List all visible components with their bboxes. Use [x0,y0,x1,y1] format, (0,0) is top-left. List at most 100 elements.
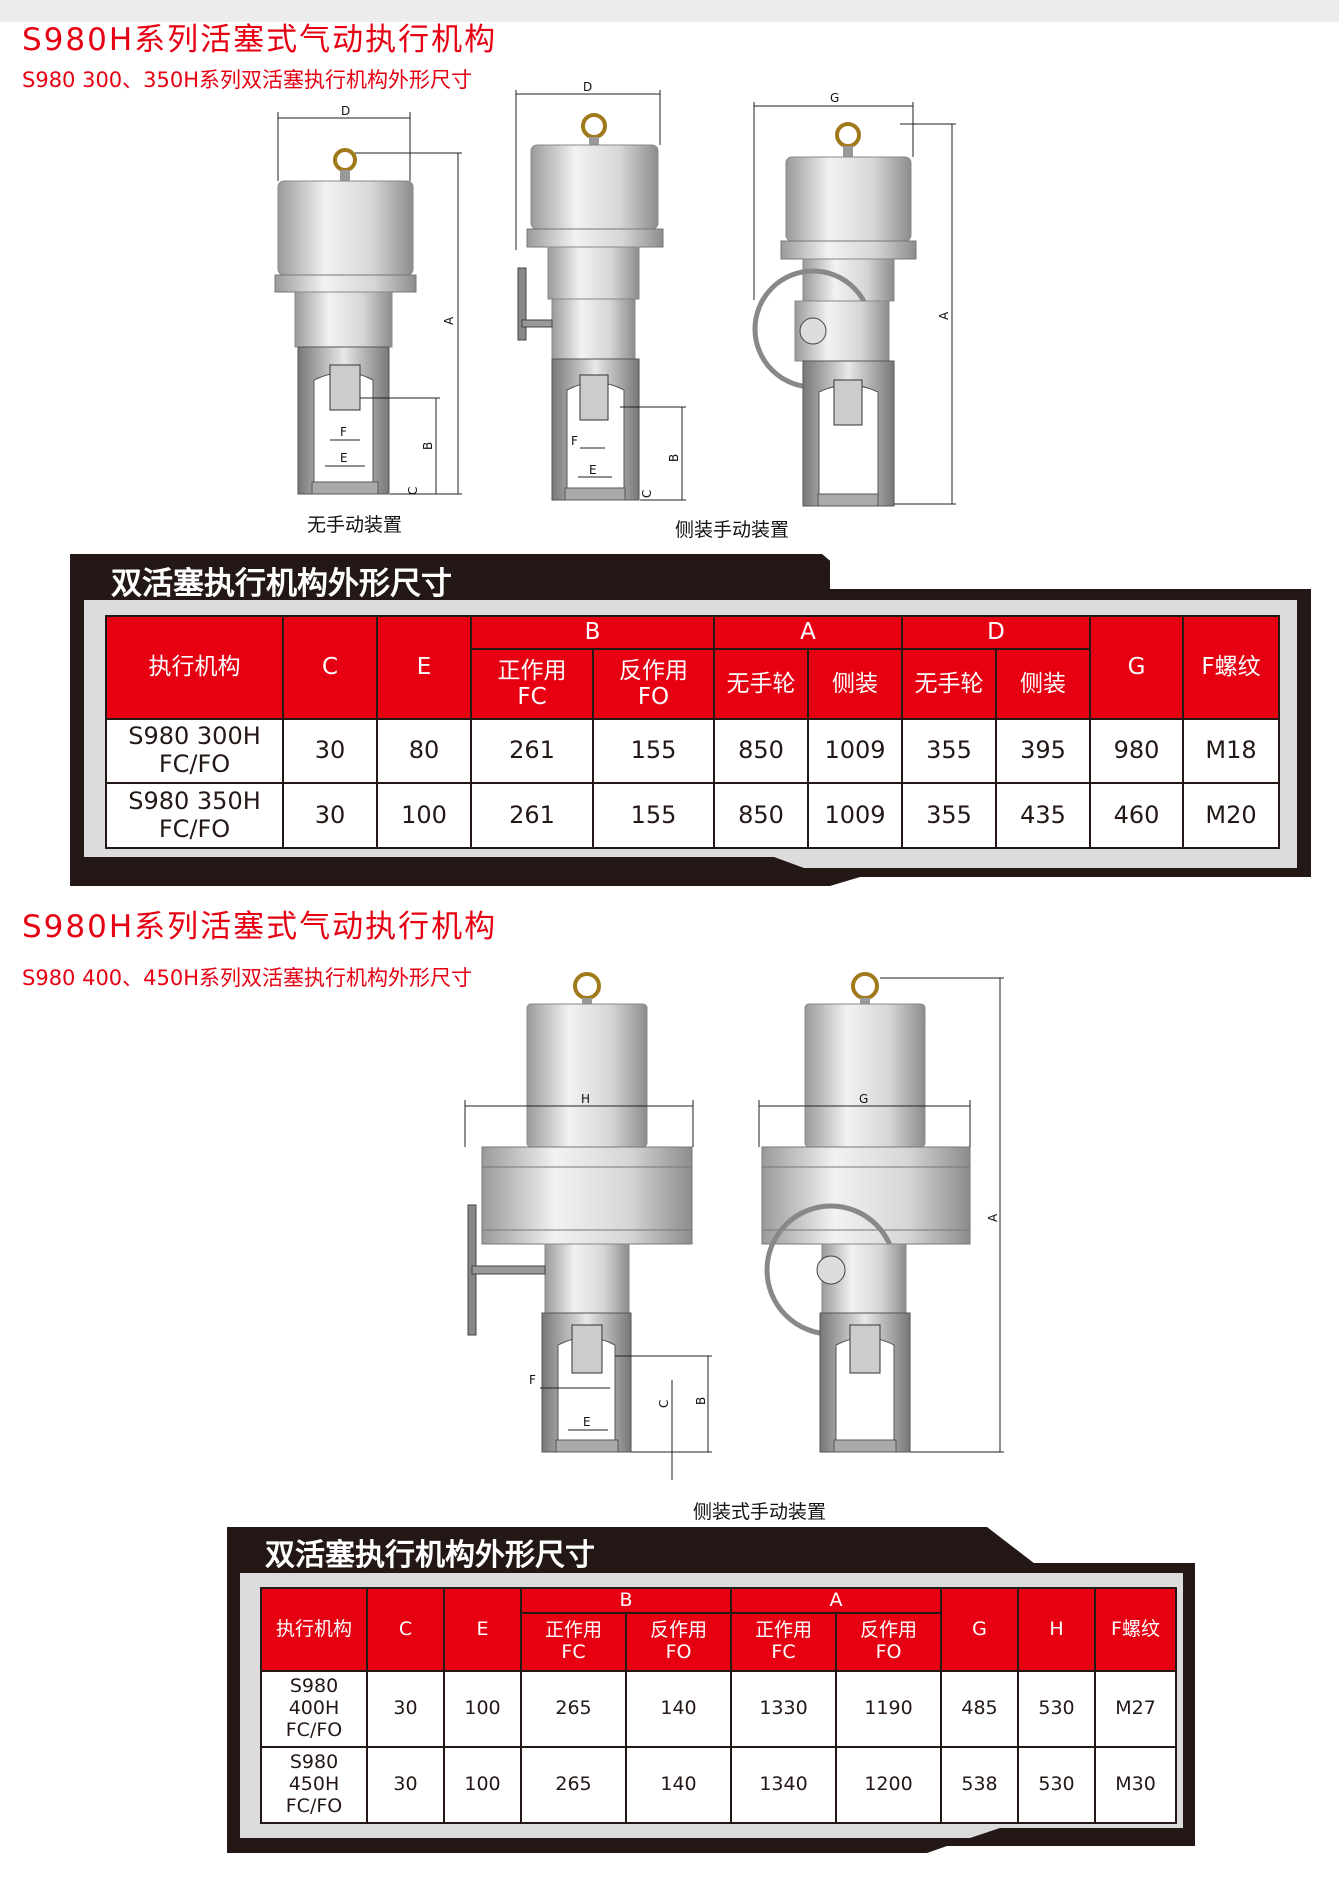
cell-a-fc: 1330 [730,1670,838,1748]
cell-c: 30 [282,718,378,784]
cell-d-side: 435 [995,782,1092,849]
actuator-drawing-no-handwheel: D A B C F E [274,104,462,495]
svg-text:B: B [694,1397,708,1405]
actuator-drawing-large-side-handwheel: H B C F E [464,972,712,1480]
header-f-thread: F螺纹 [1182,615,1281,720]
cell-b-fc: 265 [520,1670,627,1748]
table1-title: 双活塞执行机构外形尺寸 [111,566,452,602]
header-a-side: 侧装 [806,648,904,720]
cell-c: 30 [366,1670,445,1748]
cell-e: 100 [376,782,472,849]
svg-text:C: C [657,1400,671,1408]
svg-text:F: F [529,1373,536,1387]
svg-text:A: A [442,316,456,325]
cell-g: 538 [940,1746,1020,1824]
cell-b-fo: 140 [624,1746,733,1824]
header-g: G [1089,615,1185,720]
cell-e: 80 [376,718,472,784]
table2-title: 双活塞执行机构外形尺寸 [265,1538,595,1573]
header-e: E [376,615,472,720]
caption-no-handwheel: 无手动装置 [307,514,403,536]
cell-a-side: 1009 [806,782,904,849]
header-actuator: 执行机构 [260,1587,368,1672]
cell-g: 980 [1089,718,1185,784]
cell-e: 100 [443,1746,522,1824]
cell-f: M18 [1182,718,1281,784]
header-g: G [940,1587,1020,1672]
svg-text:G: G [859,1092,868,1106]
header-d-no-wheel: 无手轮 [901,648,998,720]
cell-a-side: 1009 [806,718,904,784]
cell-b-fc: 261 [470,718,594,784]
section2-title: S980H系列活塞式气动执行机构 [22,909,498,945]
cell-g: 485 [940,1670,1020,1748]
cell-b-fc: 261 [470,782,594,849]
svg-text:A: A [937,311,951,320]
cell-g: 460 [1089,782,1185,849]
header-f-thread: F螺纹 [1094,1587,1178,1672]
svg-text:E: E [589,463,597,477]
svg-text:E: E [340,451,348,465]
cell-f: M20 [1182,782,1281,849]
svg-text:G: G [830,91,839,105]
caption-side-handwheel: 侧装手动装置 [675,519,790,541]
cell-d-no-wheel: 355 [901,782,998,849]
header-e: E [443,1587,522,1672]
section1-subtitle: S980 300、350H系列双活塞执行机构外形尺寸 [22,68,473,92]
svg-text:H: H [581,1092,590,1106]
top-bar [0,0,1339,22]
header-d: D [901,615,1092,650]
header-a-no-wheel: 无手轮 [713,648,809,720]
cell-a-fo: 1200 [835,1746,943,1824]
cell-a-fc: 1340 [730,1746,838,1824]
section2-subtitle: S980 400、450H系列双活塞执行机构外形尺寸 [22,966,473,990]
cell-h: 530 [1017,1746,1097,1824]
actuator-drawing-side-handwheel: D B C F E [515,80,686,501]
cell-a-fo: 1190 [835,1670,943,1748]
cell-c: 30 [282,782,378,849]
cell-f: M27 [1094,1670,1178,1748]
svg-text:B: B [421,442,435,450]
cell-d-side: 395 [995,718,1092,784]
cell-a-no-wheel: 850 [713,718,809,784]
svg-text:A: A [986,1213,1000,1222]
cell-b-fo: 155 [592,782,715,849]
header-a: A [730,1587,943,1614]
cell-b-fo: 140 [624,1670,733,1748]
section1-title: S980H系列活塞式气动执行机构 [22,22,498,58]
header-h: H [1017,1587,1097,1672]
header-c: C [366,1587,445,1672]
cell-h: 530 [1017,1670,1097,1748]
svg-text:F: F [571,434,578,448]
header-c: C [282,615,378,720]
svg-text:D: D [341,104,350,118]
cell-e: 100 [443,1670,522,1748]
cell-c: 30 [366,1746,445,1824]
header-a: A [712,615,904,650]
header-b: B [519,1587,733,1614]
cell-f: M30 [1094,1746,1178,1824]
caption-side-handwheel-large: 侧装式手动装置 [693,1501,827,1523]
svg-text:C: C [640,490,654,498]
header-b: B [470,615,715,650]
svg-text:F: F [340,425,347,439]
actuator-drawing-large-front: G A [758,972,1004,1453]
svg-text:D: D [583,80,592,94]
header-actuator: 执行机构 [105,615,284,720]
